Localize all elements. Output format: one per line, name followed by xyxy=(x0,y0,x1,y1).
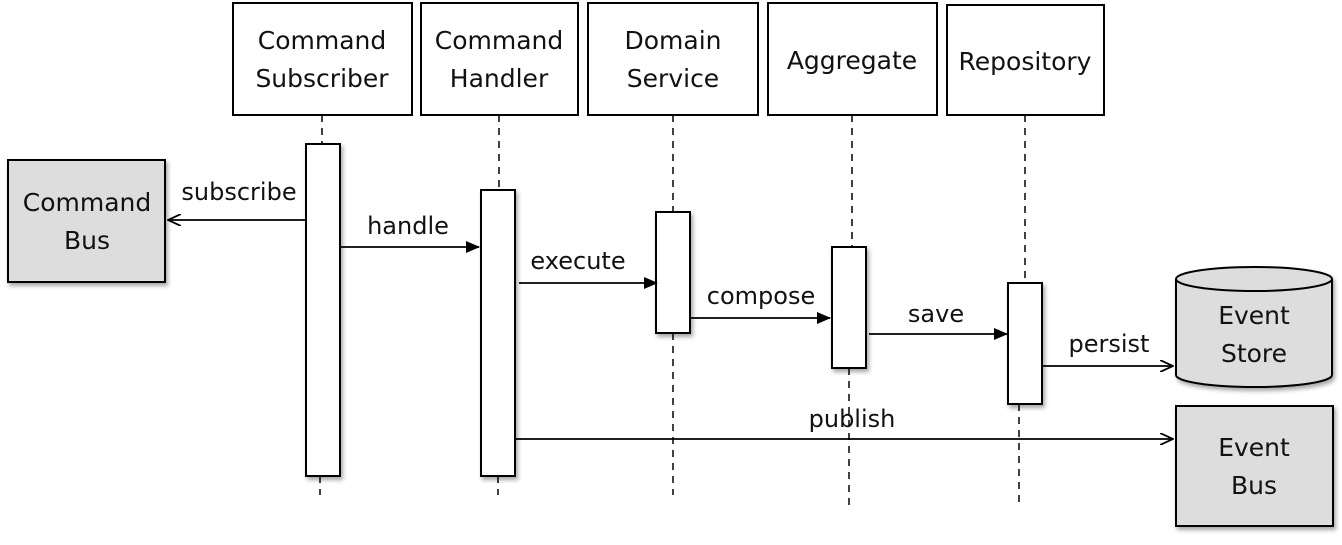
command-bus-box xyxy=(7,159,166,283)
participant-label: Aggregate xyxy=(787,46,917,75)
activation-bars xyxy=(305,143,1043,477)
event-store-label-line2: Store xyxy=(1221,339,1287,368)
event-store-label-line1: Event xyxy=(1218,301,1290,330)
participant-command-subscriber: Command Subscriber xyxy=(232,2,413,116)
participant-aggregate: Aggregate xyxy=(767,2,938,116)
participant-label-line2: Handler xyxy=(450,64,549,93)
participant-box xyxy=(232,2,413,116)
message-handle: handle xyxy=(340,212,480,253)
activation-command-subscriber xyxy=(305,143,341,477)
participant-domain-service: Domain Service xyxy=(587,2,759,116)
message-save: save xyxy=(869,300,1008,340)
external-event-bus: Event Bus xyxy=(1175,405,1334,527)
participant-box xyxy=(420,2,579,116)
event-store-cylinder-top xyxy=(1175,266,1333,292)
activation-repository xyxy=(1007,282,1043,405)
participant-label-line2: Subscriber xyxy=(255,64,389,93)
event-store-cylinder-body xyxy=(1175,279,1333,388)
participant-label-line2: Service xyxy=(627,64,719,93)
command-bus-label-line2: Bus xyxy=(64,226,110,255)
event-bus-label-line1: Event xyxy=(1218,433,1290,462)
activation-domain-service xyxy=(655,211,691,334)
lifelines xyxy=(319,115,1026,505)
handle-label: handle xyxy=(367,212,449,240)
participant-box xyxy=(587,2,759,116)
participant-label: Repository xyxy=(959,47,1092,76)
save-label: save xyxy=(908,300,964,328)
participant-label-line1: Domain xyxy=(624,26,721,55)
participant-box xyxy=(767,2,938,116)
participant-repository: Repository xyxy=(946,4,1105,116)
external-event-store xyxy=(1175,266,1333,388)
activation-aggregate xyxy=(831,246,867,369)
message-persist: persist xyxy=(1042,330,1173,366)
external-command-bus: Command Bus xyxy=(7,159,166,283)
message-subscribe: subscribe xyxy=(168,178,306,220)
event-bus-box xyxy=(1175,405,1334,527)
command-bus-label-line1: Command xyxy=(23,188,152,217)
message-execute: execute xyxy=(519,247,658,289)
message-compose: compose xyxy=(690,282,831,324)
persist-label: persist xyxy=(1069,330,1150,358)
execute-label: execute xyxy=(530,247,625,275)
activation-command-handler xyxy=(480,189,516,477)
publish-label: publish xyxy=(809,405,896,433)
participant-label-line1: Command xyxy=(435,26,564,55)
participant-box xyxy=(946,4,1105,116)
message-publish: publish xyxy=(515,405,1173,439)
event-bus-label-line2: Bus xyxy=(1231,471,1277,500)
participant-command-handler: Command Handler xyxy=(420,2,579,116)
compose-label: compose xyxy=(707,282,815,310)
participant-label-line1: Command xyxy=(258,26,387,55)
subscribe-label: subscribe xyxy=(181,178,296,206)
